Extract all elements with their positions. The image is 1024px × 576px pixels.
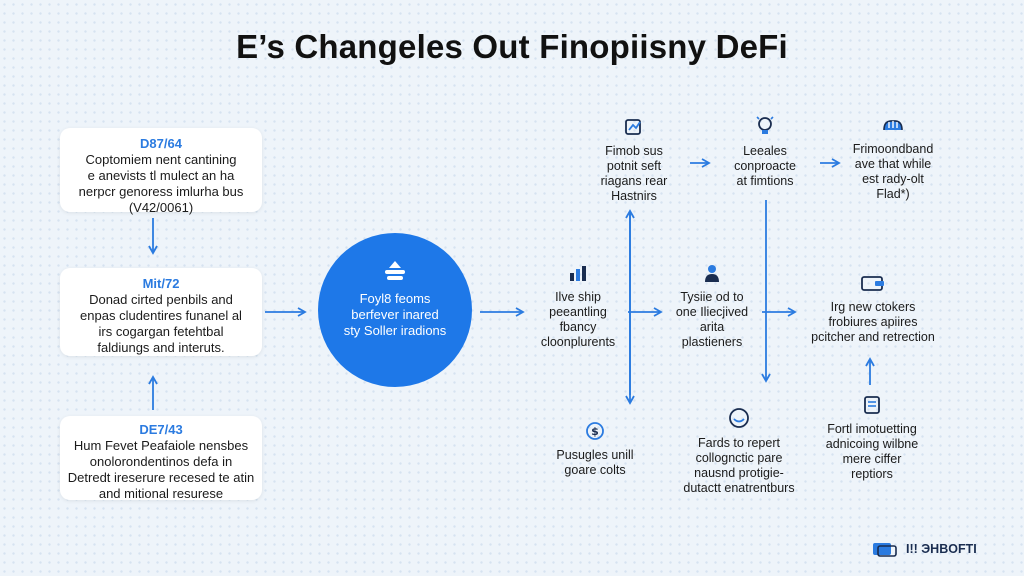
node-line: fbancy	[559, 320, 597, 334]
chart-icon	[570, 266, 586, 281]
card-line: and mitional resurese	[98, 486, 224, 501]
card-line: nerpcr genoress imlurha bus	[78, 184, 244, 199]
node-bottom-1: $ Pusugles unill goare colts	[540, 420, 650, 478]
node-line: Flad*)	[876, 187, 910, 201]
card-code: DE7/43	[139, 422, 183, 437]
node-line: Fortl imotuetting	[827, 422, 917, 436]
node-line: potnit seft	[606, 159, 662, 173]
hub-text: Foyl8 feoms	[359, 291, 431, 306]
node-line: plastieners	[681, 335, 743, 349]
dollar-coin-icon: $	[586, 422, 604, 440]
bank-card-icon	[625, 119, 641, 135]
diagram-title: E’s Changeles Out Finopiisny DeFi	[236, 28, 788, 65]
node-top-3: Frimoondband ave that while est rady-olt…	[838, 116, 948, 202]
node-line: Ilve ship	[555, 290, 601, 304]
node-mid-1: Ilve ship peeantling fbancy cloonplurent…	[527, 262, 629, 350]
source-card-3: DE7/43 Hum Fevet Peafaiole nensbes onolo…	[60, 416, 262, 501]
node-line: Fimob sus	[605, 144, 663, 158]
node-line: adnicoing wilbne	[825, 437, 919, 451]
card-line: faldiungs and interuts.	[97, 340, 225, 355]
node-line: mere ciffer	[842, 452, 902, 466]
node-line: Leeales	[743, 144, 787, 158]
smile-icon	[729, 408, 749, 428]
node-line: reptiors	[851, 467, 893, 481]
node-line: riagans rear	[600, 174, 668, 188]
node-bottom-3: Fortl imotuetting adnicoing wilbne mere …	[814, 394, 930, 482]
node-line: Pusugles unill	[556, 448, 634, 462]
wallet-icon	[861, 276, 884, 291]
node-line: est rady-olt	[862, 172, 924, 186]
node-mid-2: Tysiie od to one Iliecjived arita plasti…	[664, 262, 760, 350]
hub-text: sty Soller iradions	[343, 323, 447, 338]
node-line: ave that while	[854, 157, 932, 171]
node-line: cloonplurents	[540, 335, 616, 349]
node-line: Frimoondband	[852, 142, 934, 156]
node-line: Tysiie od to	[680, 290, 744, 304]
node-line: arita	[699, 320, 725, 334]
node-line: Irg new ctokers	[830, 300, 916, 314]
card-line: enpas cludentires funanel al	[80, 308, 242, 323]
logo-mark-icon	[873, 543, 897, 557]
node-bottom-2: Fards to repert collognctic pare nausnd …	[676, 406, 802, 496]
lightbulb-icon	[756, 116, 774, 134]
node-line: frobiures apiires	[828, 315, 918, 329]
hub-text: berfever inared	[351, 307, 439, 322]
svg-text:$: $	[591, 425, 599, 438]
node-line: one Iliecjived	[675, 305, 749, 319]
document-icon	[864, 396, 880, 414]
node-line: goare colts	[564, 463, 626, 477]
node-line: pcitcher and retrection	[811, 330, 935, 344]
card-line: (V42/0061)	[128, 200, 194, 215]
node-line: peeantling	[549, 305, 607, 319]
node-top-1: Fimob sus potnit seft riagans rear Hastn…	[578, 116, 690, 204]
node-line: at fimtions	[736, 174, 794, 188]
person-icon	[705, 265, 719, 282]
card-line: e anevists tl mulect an ha	[87, 168, 235, 183]
card-line: Hum Fevet Peafaiole nensbes	[73, 438, 249, 453]
node-top-2: Leeales conproacte at fimtions	[710, 114, 820, 189]
brand-logo: I!! ЭНBOFTI	[872, 538, 977, 560]
hub-circle: Foyl8 feoms berfever inared sty Soller i…	[318, 233, 472, 387]
source-card-1: D87/64 Coptomiem nent cantining e anevis…	[60, 128, 262, 215]
node-line: collognctic pare	[695, 451, 783, 465]
node-line: nausnd protigie-	[694, 466, 784, 480]
card-line: irs cogargan fetehtbal	[98, 324, 224, 339]
node-line: Hastnirs	[611, 189, 657, 203]
card-line: Coptomiem nent cantining	[85, 152, 237, 167]
source-card-2: Mit/72 Donad cirted penbils and enpas cl…	[60, 268, 262, 356]
card-code: D87/64	[140, 136, 182, 151]
logo-text: I!! ЭНBOFTI	[906, 542, 977, 556]
card-line: onolorondentinos defa in	[89, 454, 233, 469]
hands-icon	[883, 120, 903, 131]
node-line: conproacte	[734, 159, 796, 173]
node-line: Fards to repert	[698, 436, 780, 450]
card-line: Detredt ireserure recesed te atin	[67, 470, 255, 485]
coins-icon	[385, 261, 405, 280]
card-line: Donad cirted penbils and	[89, 292, 233, 307]
card-code: Mit/72	[142, 276, 180, 291]
node-mid-3: Irg new ctokers frobiures apiires pcitch…	[800, 272, 946, 345]
node-line: dutactt enatrentburs	[683, 481, 795, 495]
